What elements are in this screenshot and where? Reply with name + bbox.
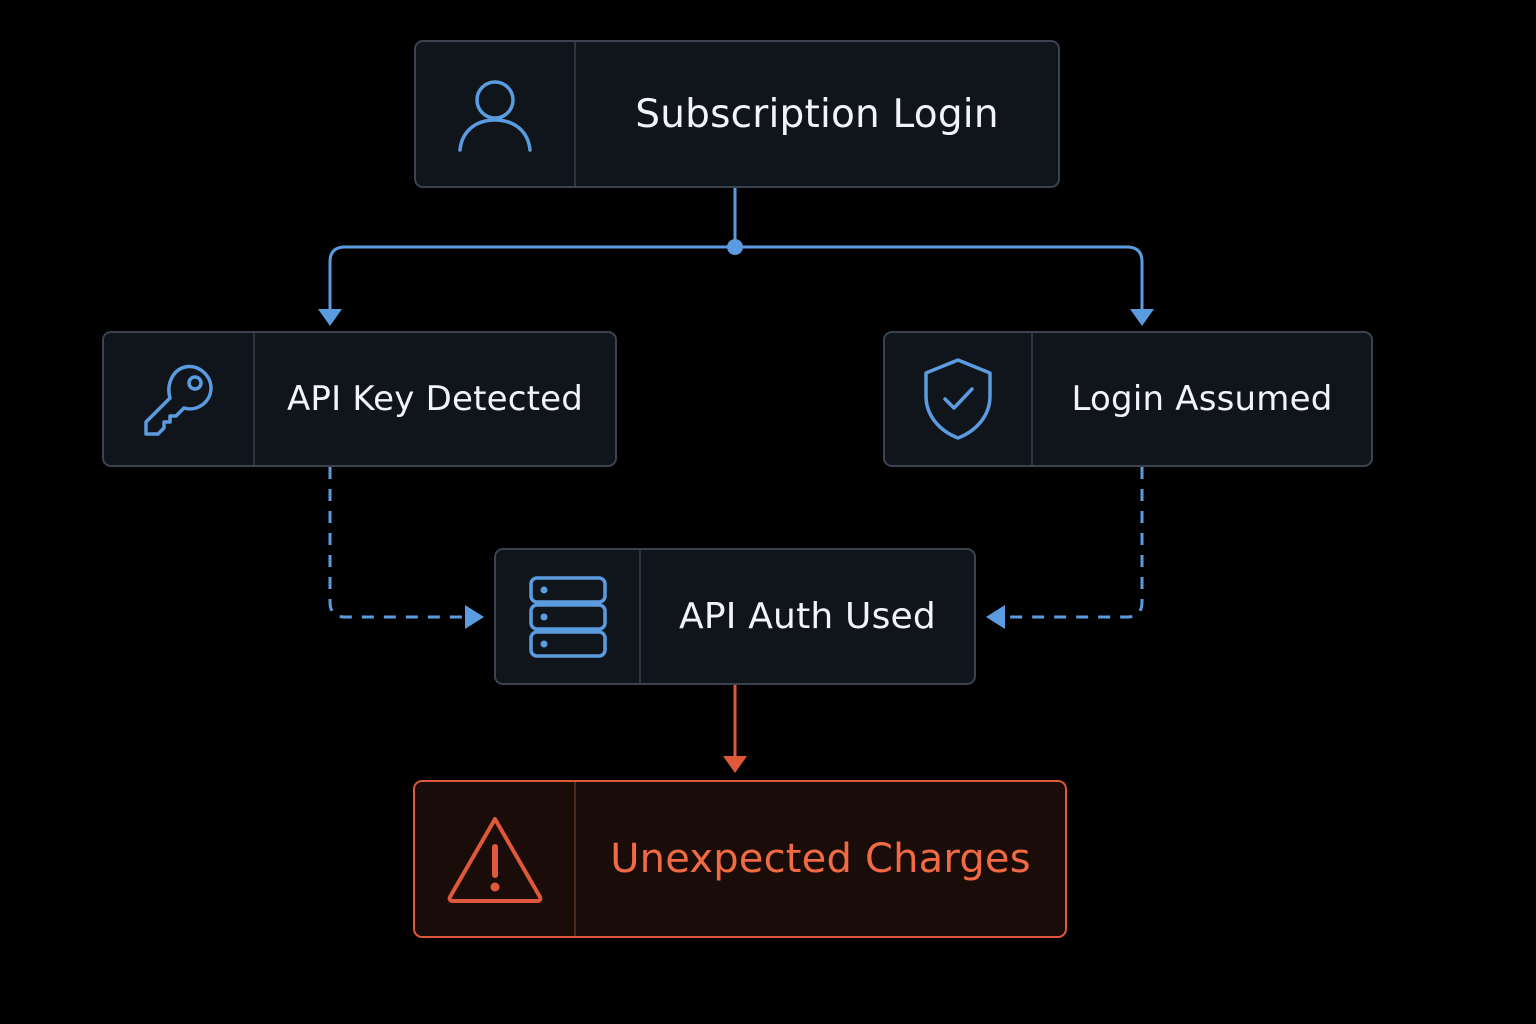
node-api-auth-used: API Auth Used xyxy=(494,548,976,685)
edge-arrowhead-apiauth-left xyxy=(465,605,484,629)
edge-arrowhead-apikey xyxy=(318,309,342,326)
node-unexpected-charges: Unexpected Charges xyxy=(413,780,1067,938)
edge-arrowhead-apiauth-right xyxy=(986,605,1005,629)
node-label: API Auth Used xyxy=(679,596,936,637)
node-icon-cell xyxy=(496,550,641,683)
node-subscription-login: Subscription Login xyxy=(414,40,1060,188)
edge-apikey-to-apiauth xyxy=(328,467,466,619)
key-icon xyxy=(143,364,213,436)
warning-icon xyxy=(447,817,542,903)
shield-check-icon xyxy=(924,358,992,440)
server-icon xyxy=(528,575,607,658)
edge-subscription-to-apikey xyxy=(328,245,735,312)
edge-login-to-apiauth xyxy=(1004,467,1144,619)
node-label: Login Assumed xyxy=(1071,379,1333,419)
node-icon-cell xyxy=(415,782,576,936)
node-label: Unexpected Charges xyxy=(610,836,1031,882)
node-label: API Key Detected xyxy=(286,379,584,419)
user-icon xyxy=(458,80,532,152)
node-icon-cell xyxy=(885,333,1033,465)
node-icon-cell xyxy=(416,42,576,186)
node-icon-cell xyxy=(104,333,255,465)
node-login-assumed: Login Assumed xyxy=(883,331,1373,467)
edge-subscription-to-login xyxy=(735,245,1144,312)
node-api-key-detected: API Key Detected xyxy=(102,331,617,467)
edge-arrowhead-charges xyxy=(723,756,747,773)
node-label: Subscription Login xyxy=(635,91,999,137)
edge-arrowhead-login xyxy=(1130,309,1154,326)
